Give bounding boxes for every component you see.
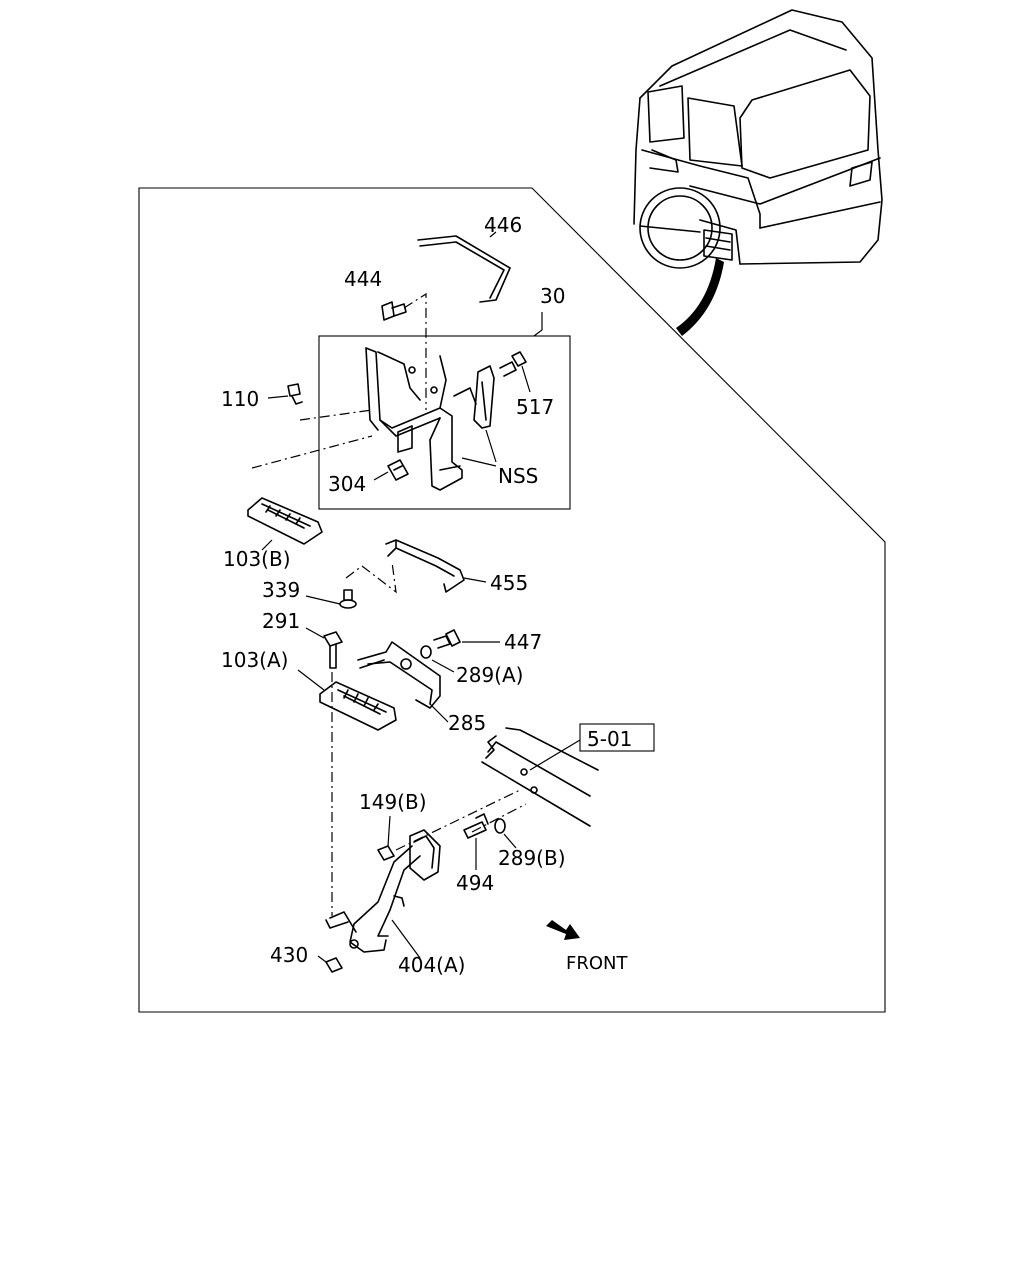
- callout-304: 304: [328, 472, 366, 496]
- assembly-30-box: [318, 335, 571, 510]
- callout-285: 285: [448, 711, 486, 735]
- callout-nss: NSS: [498, 464, 538, 488]
- bolt-517: [499, 351, 527, 377]
- callout-289a: 289(A): [456, 663, 523, 687]
- clip-304: [387, 459, 409, 481]
- callout-446: 446: [484, 213, 522, 237]
- callout-430: 430: [270, 943, 308, 967]
- callout-291: 291: [262, 609, 300, 633]
- callout-447: 447: [504, 630, 542, 654]
- pin-339: [339, 589, 357, 609]
- bracket-285: [357, 641, 441, 709]
- nut-430: [325, 957, 343, 973]
- step-stay-404a: [325, 829, 441, 953]
- washer-289a: [420, 645, 432, 659]
- diagram-frame: [138, 187, 886, 1013]
- bolt-447: [433, 629, 461, 649]
- truck-cab-illustration: [633, 9, 883, 269]
- bolt-110: [287, 383, 303, 405]
- callout-444: 444: [344, 267, 382, 291]
- callout-404a: 404(A): [398, 953, 465, 977]
- nss-bracket: [473, 365, 495, 429]
- callout-5-01: 5-01: [587, 727, 632, 751]
- washer-289b: [494, 818, 506, 834]
- callout-455: 455: [490, 571, 528, 595]
- callout-30: 30: [540, 284, 565, 308]
- callout-494: 494: [456, 871, 494, 895]
- front-label: FRONT: [566, 953, 628, 974]
- bracket-455: [385, 539, 465, 593]
- bolt-291: [323, 631, 343, 669]
- callout-110: 110: [221, 387, 259, 411]
- reference-box-5-01: [579, 723, 655, 752]
- front-arrow-icon: [546, 920, 580, 940]
- callout-517: 517: [516, 395, 554, 419]
- callout-289b: 289(B): [498, 846, 566, 870]
- grab-wire-446: [417, 235, 511, 303]
- nut-149b: [377, 845, 395, 861]
- pointer-arrow: [676, 258, 724, 336]
- bolt-444: [381, 301, 407, 321]
- stud-494: [463, 813, 489, 839]
- callout-103a: 103(A): [221, 648, 288, 672]
- step-pad-103a: [319, 681, 397, 731]
- callout-103b: 103(B): [223, 547, 291, 571]
- callout-339: 339: [262, 578, 300, 602]
- step-bracket-assembly: [365, 347, 477, 491]
- callout-149b: 149(B): [359, 790, 427, 814]
- step-pad-103b: [247, 497, 323, 545]
- frame-rail: [481, 727, 599, 827]
